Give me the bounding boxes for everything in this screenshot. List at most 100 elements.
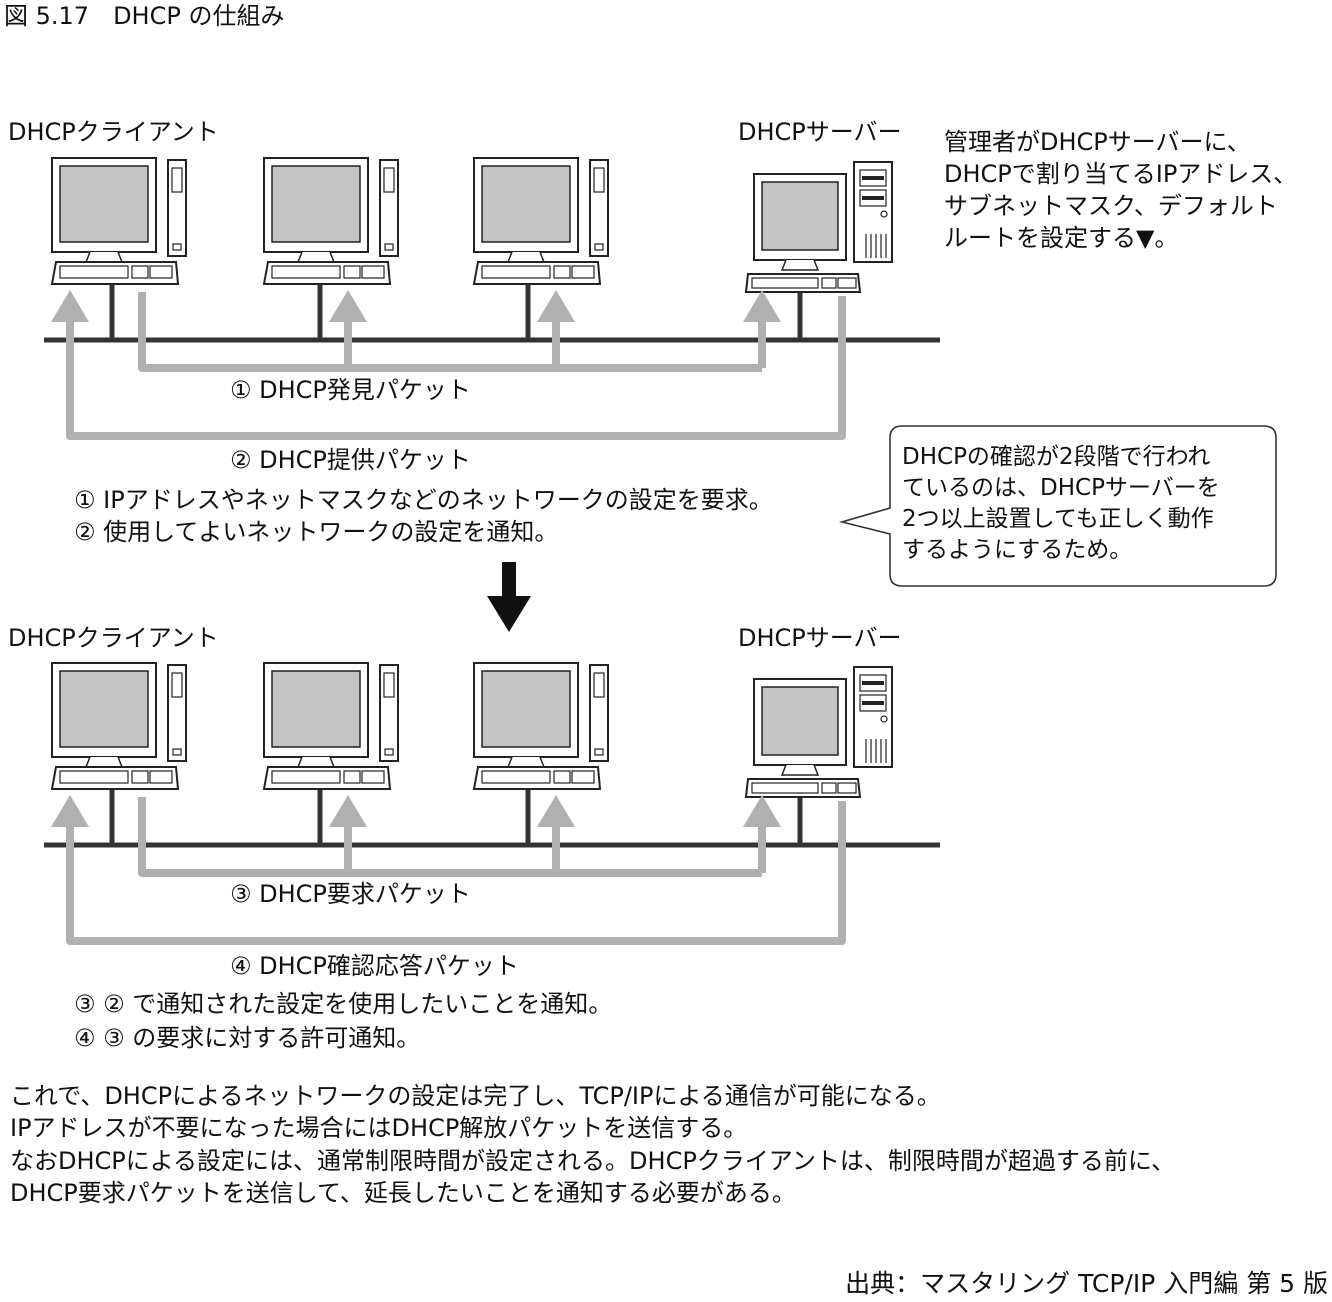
- keyboard-keys: [553, 770, 571, 784]
- keyboard-keys: [59, 770, 129, 784]
- tower-drive: [593, 167, 605, 193]
- admin-note-line: DHCPで割り当てるIPアドレス、: [944, 160, 1298, 188]
- monitor-stand: [506, 756, 546, 768]
- tower-drive: [383, 167, 395, 193]
- keyboard-keys: [837, 782, 857, 794]
- broadcast-arrow-path: [138, 292, 762, 372]
- top-step-note-1: ① IPアドレスやネットマスクなどのネットワークの設定を要求。: [74, 486, 773, 514]
- client-computer-icon: [262, 157, 399, 285]
- server-led: [880, 210, 888, 218]
- keyboard-keys: [131, 265, 149, 279]
- admin-note-line: 管理者がDHCPサーバーに、: [944, 128, 1251, 156]
- tower-drive: [593, 672, 605, 698]
- summary-line-3: なおDHCPによる設定には、通常制限時間が設定される。DHCPクライアントは、制…: [10, 1147, 1176, 1175]
- keyboard-keys: [343, 770, 361, 784]
- client-computer-icon: [262, 662, 399, 790]
- keyboard-keys: [571, 770, 595, 784]
- summary-line-1: これで、DHCPによるネットワークの設定は完了し、TCP/IPによる通信が可能に…: [10, 1082, 941, 1110]
- monitor-stand: [296, 756, 336, 768]
- keyboard-keys: [149, 265, 173, 279]
- keyboard-keys: [343, 265, 361, 279]
- monitor-screen: [761, 181, 839, 251]
- callout-bubble: [838, 425, 1277, 587]
- tower-drive: [383, 672, 395, 698]
- arrow-head: [329, 290, 367, 322]
- tower-button: [594, 748, 604, 756]
- keyboard-keys: [271, 770, 341, 784]
- tower-button: [384, 748, 394, 756]
- callout-line: DHCPの確認が2段階で行われ: [902, 444, 1211, 470]
- top-client-label: DHCPクライアント: [8, 118, 219, 146]
- keyboard-keys: [131, 770, 149, 784]
- keyboard-keys: [59, 265, 129, 279]
- tower-drive: [171, 167, 183, 193]
- server-computer-icon: [744, 666, 893, 798]
- down-arrow-head: [487, 596, 531, 632]
- server-drive-slot: [862, 176, 884, 180]
- arrow4-label: ④ DHCP確認応答パケット: [230, 952, 519, 980]
- arrow-head: [743, 795, 781, 827]
- bottom-client-label: DHCPクライアント: [8, 624, 219, 652]
- keyboard-keys: [821, 782, 837, 794]
- bottom-server-label: DHCPサーバー: [738, 624, 902, 652]
- monitor-screen: [271, 165, 361, 243]
- client-computer-icon: [50, 662, 187, 790]
- tower-button: [594, 243, 604, 251]
- monitor-stand: [506, 251, 546, 263]
- client-computer-icon: [50, 157, 187, 285]
- summary-line-4: DHCP要求パケットを送信して、延長したいことを通知する必要がある。: [10, 1179, 796, 1207]
- client-computer-icon: [472, 157, 609, 285]
- summary-line-2: IPアドレスが不要になった場合にはDHCP解放パケットを送信する。: [10, 1114, 748, 1142]
- monitor-stand: [296, 251, 336, 263]
- keyboard-keys: [553, 265, 571, 279]
- broadcast-arrow-path: [138, 797, 762, 877]
- source-credit: 出典：マスタリング TCP/IP 入門編 第 5 版: [845, 1269, 1328, 1298]
- reply-arrow-path: [66, 801, 846, 945]
- callout-line: 2つ以上設置しても正しく動作: [902, 506, 1214, 532]
- monitor-screen: [761, 686, 839, 756]
- keyboard-keys: [361, 770, 385, 784]
- monitor-screen: [59, 165, 149, 243]
- down-arrow-shaft: [502, 562, 516, 606]
- callout-line: ているのは、DHCPサーバーを: [902, 475, 1220, 501]
- monitor-screen: [59, 670, 149, 748]
- server-computer-icon: [744, 161, 893, 293]
- keyboard-keys: [271, 265, 341, 279]
- arrow-head: [51, 795, 89, 827]
- arrow-head: [537, 795, 575, 827]
- keyboard-keys: [751, 277, 819, 289]
- admin-note: 管理者がDHCPサーバーに、 DHCPで割り当てるIPアドレス、 サブネットマス…: [944, 126, 1297, 254]
- monitor-stand: [780, 259, 820, 271]
- keyboard-keys: [481, 770, 551, 784]
- server-drive-slot: [862, 701, 884, 705]
- client-computer-icon: [472, 662, 609, 790]
- tower-button: [172, 243, 182, 251]
- admin-note-line: ルートを設定する▼。: [944, 224, 1179, 252]
- reply-arrow-path: [66, 296, 846, 440]
- monitor-screen: [271, 670, 361, 748]
- arrow-head: [51, 290, 89, 322]
- tower-drive: [171, 672, 183, 698]
- top-server-label: DHCPサーバー: [738, 118, 902, 146]
- monitor-stand: [84, 251, 124, 263]
- keyboard-keys: [571, 265, 595, 279]
- arrow-head: [743, 290, 781, 322]
- bottom-step-note-2: ④ ③ の要求に対する許可通知。: [74, 1024, 421, 1052]
- arrow3-label: ③ DHCP要求パケット: [230, 880, 471, 908]
- arrow-head: [329, 795, 367, 827]
- server-drive-slot: [862, 681, 884, 685]
- top-step-note-2: ② 使用してよいネットワークの設定を通知。: [74, 518, 559, 546]
- monitor-stand: [780, 764, 820, 776]
- monitor-screen: [481, 165, 571, 243]
- keyboard-keys: [837, 277, 857, 289]
- keyboard-keys: [361, 265, 385, 279]
- keyboard-keys: [821, 277, 837, 289]
- tower-button: [172, 748, 182, 756]
- keyboard-keys: [481, 265, 551, 279]
- server-led: [880, 715, 888, 723]
- keyboard-keys: [149, 770, 173, 784]
- figure-title: 図 5.17 DHCP の仕組み: [4, 2, 285, 30]
- arrow-head: [537, 290, 575, 322]
- server-drive-slot: [862, 196, 884, 200]
